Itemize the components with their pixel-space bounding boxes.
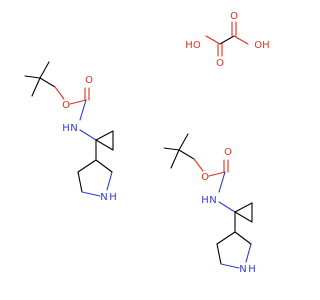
left-h-amide-label: H: [62, 123, 70, 134]
left-pyrrolidine-bond-a: [77, 159, 97, 173]
right-h-ring-label: H: [248, 264, 256, 275]
right-c-n-amide-bond: [218, 171, 226, 193]
oxalic-oh-left-label: HO: [185, 40, 201, 51]
right-c-o-ester-bond: [193, 158, 204, 172]
oxalic-acid: HO O O OH: [185, 11, 269, 69]
left-o-ester-label: O: [62, 100, 70, 111]
right-tbutyl-bond-a: [178, 149, 195, 160]
left-n-ring-label: N: [100, 192, 107, 203]
right-cyclopropyl-bond-a: [234, 202, 253, 213]
left-pyrrolidine-bond-c: [81, 191, 101, 197]
boc-aminocyclopropyl-pyrrolidine-right: O O H N N H: [163, 133, 256, 275]
right-pyrrolidine-bond-b: [216, 243, 222, 265]
left-h-ring-label: H: [109, 192, 117, 203]
boc-aminocyclopropyl-pyrrolidine-left: O O H N N H: [24, 61, 117, 203]
right-pyrrolidine-bond-c: [220, 263, 240, 269]
right-cyclopropyl-bond-c: [234, 211, 253, 223]
left-o-c-carbamate-bond: [69, 99, 87, 105]
right-o-c-carbamate-bond: [208, 171, 226, 177]
left-tbutyl-bond-c: [24, 75, 41, 79]
left-tbutyl-bond-a: [39, 77, 56, 88]
oxalic-o-bottom-label: O: [216, 58, 224, 69]
right-o-ester-label: O: [201, 172, 209, 183]
right-tbutyl-bond-d: [178, 133, 189, 151]
oxalic-oh-right-label: OH: [254, 40, 269, 51]
oxalic-o-top-label: O: [230, 11, 238, 22]
right-h-amide-label: H: [201, 195, 209, 206]
structure-diagram: HO O O OH O O H N N H: [24, 11, 270, 275]
right-tbutyl-bond-b: [170, 149, 180, 169]
oxalic-c-oh-left-bond: [205, 35, 221, 45]
right-n-ring-label: N: [239, 264, 246, 275]
right-pyrrolidine-bond-e: [234, 231, 252, 245]
left-pyrrolidine-bond-b: [77, 171, 83, 193]
right-tbutyl-bond-c: [163, 147, 180, 151]
left-c-o-ester-bond: [54, 86, 65, 100]
chemical-structure-canvas: HO O O OH O O H N N H: [24, 11, 270, 275]
left-pyrrolidine-bond-e: [95, 159, 113, 173]
left-o-carbonyl-label: O: [85, 75, 93, 86]
left-pyrrolidine-bond-d: [106, 171, 113, 191]
left-tbutyl-bond-d: [39, 61, 50, 79]
right-pyrrolidine-bond-d: [245, 243, 252, 263]
left-tbutyl-bond-b: [31, 77, 41, 97]
oxalic-c-oh-right-bond: [233, 35, 249, 45]
left-n-c-quaternary-bond: [79, 129, 97, 141]
left-n-amide-label: N: [70, 123, 77, 134]
oxalic-c-c-bond: [219, 35, 235, 45]
left-cyclopropyl-bond-a: [95, 130, 114, 141]
right-o-carbonyl-label: O: [224, 147, 232, 158]
left-cyclopropyl-bond-c: [95, 139, 114, 151]
right-n-amide-label: N: [209, 195, 216, 206]
right-pyrrolidine-bond-a: [216, 231, 236, 245]
right-n-c-quaternary-bond: [218, 201, 236, 213]
left-c-n-amide-bond: [79, 99, 87, 121]
